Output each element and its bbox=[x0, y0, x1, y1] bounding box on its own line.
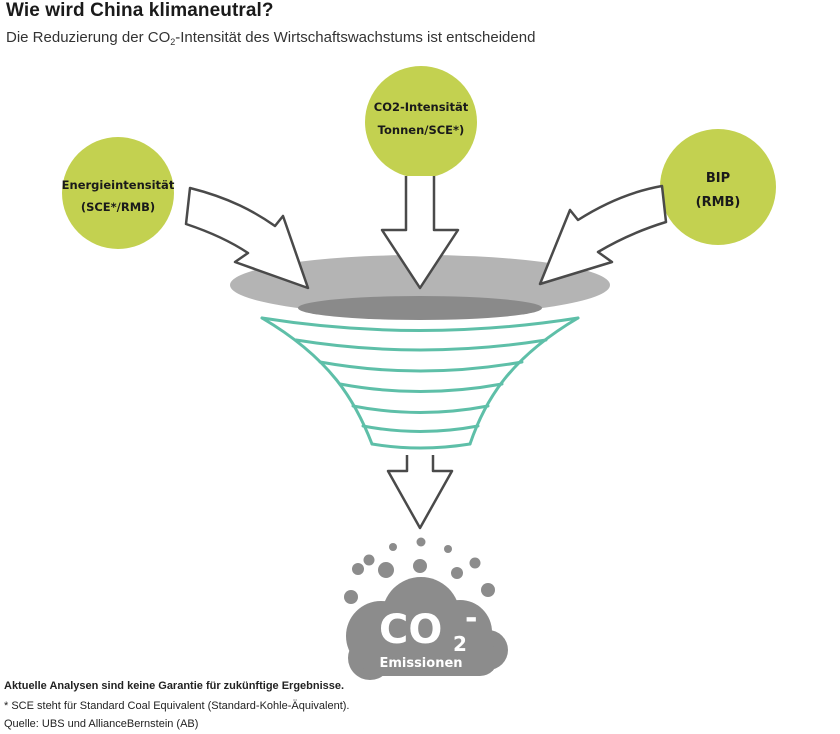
page-title: Wie wird China klimaneutral? bbox=[6, 0, 274, 21]
input-label-energy-1: Energieintensität bbox=[62, 178, 175, 192]
co2-subscript: 2 bbox=[453, 632, 467, 656]
input-circle-gdp bbox=[660, 129, 776, 245]
arrow-left-icon bbox=[184, 186, 310, 290]
input-circle-co2 bbox=[365, 66, 477, 178]
input-label-co2-1: CO2-Intensität bbox=[374, 100, 469, 114]
arrow-down-icon bbox=[386, 455, 454, 530]
co2-minus: - bbox=[465, 601, 477, 636]
emissions-label: Emissionen bbox=[379, 656, 462, 671]
co2-cloud-icon bbox=[346, 577, 508, 680]
input-label-co2-2: Tonnen/SCE*) bbox=[378, 123, 465, 137]
funnel-body bbox=[260, 316, 580, 450]
input-label-gdp-1: BIP bbox=[706, 171, 730, 186]
funnel-opening bbox=[298, 296, 542, 320]
arrow-right-icon bbox=[538, 184, 668, 286]
co2-label: CO bbox=[379, 607, 442, 653]
input-label-gdp-2: (RMB) bbox=[696, 195, 741, 210]
input-circle-energy bbox=[62, 137, 174, 249]
source-note: Quelle: UBS und AllianceBernstein (AB) bbox=[4, 718, 199, 730]
arrow-center-icon bbox=[380, 176, 460, 290]
page-subtitle: Die Reduzierung der CO2-Intensität des W… bbox=[6, 29, 536, 47]
footnote-sce: * SCE steht für Standard Coal Equivalent… bbox=[4, 700, 350, 712]
input-label-energy-2: (SCE*/RMB) bbox=[81, 200, 155, 214]
emission-bubbles bbox=[344, 537, 495, 604]
disclaimer: Aktuelle Analysen sind keine Garantie fü… bbox=[4, 680, 345, 692]
